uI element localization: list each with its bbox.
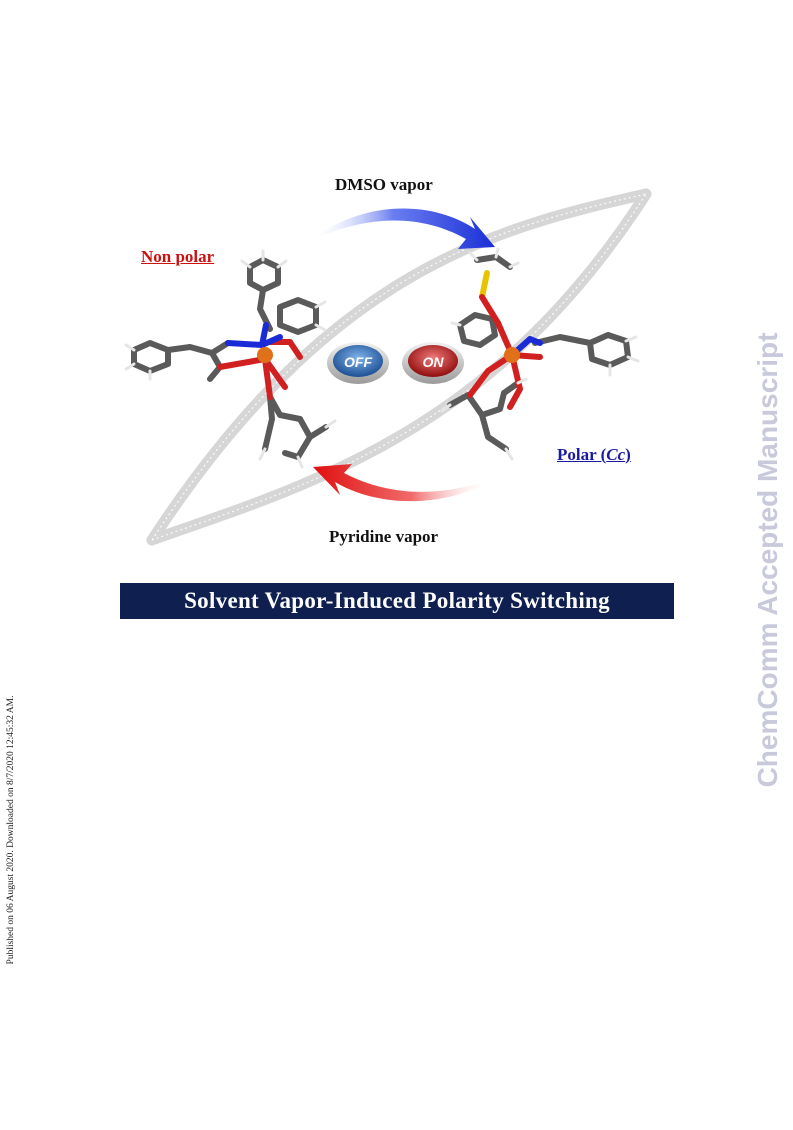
- figure-banner: Solvent Vapor-Induced Polarity Switching: [120, 583, 674, 619]
- on-button: ON: [402, 342, 464, 384]
- watermark-accepted-manuscript: ChemComm Accepted Manuscript: [752, 332, 783, 788]
- pyridine-vapor-label: Pyridine vapor: [329, 527, 439, 546]
- polar-label: Polar (Cc): [557, 445, 631, 464]
- molecule-left: [124, 249, 337, 469]
- pyridine-arrow: [313, 464, 492, 502]
- dmso-vapor-label: DMSO vapor: [335, 175, 433, 194]
- graphical-abstract: OFF ON DMSO vapor Non polar Polar (Cc) P…: [120, 157, 674, 619]
- molecule-right: [440, 247, 640, 461]
- on-button-label: ON: [423, 354, 445, 370]
- off-button: OFF: [327, 342, 389, 384]
- publication-note: Published on 06 August 2020. Downloaded …: [6, 695, 16, 965]
- figure-artwork: OFF ON: [124, 188, 652, 546]
- non-polar-label: Non polar: [141, 247, 215, 266]
- off-button-label: OFF: [344, 354, 372, 370]
- dmso-arrow: [310, 208, 495, 249]
